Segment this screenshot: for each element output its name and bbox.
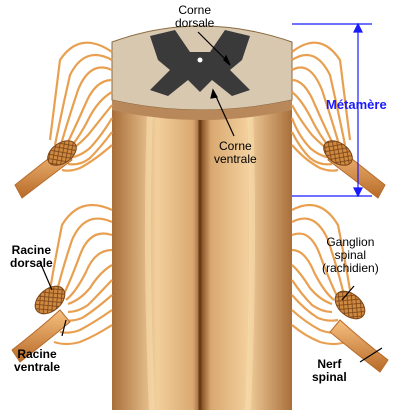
label-corne-ventrale: Corne ventrale	[214, 140, 257, 166]
label-corne-ventrale-line1: Corne	[219, 139, 252, 153]
label-ganglion-line3: (rachidien)	[322, 261, 379, 275]
pointer-nerf-spinal	[359, 347, 383, 363]
label-racine-ventrale-line2: ventrale	[14, 360, 61, 374]
label-corne-ventrale-line2: ventrale	[214, 152, 257, 166]
label-ganglion-spinal: Ganglion spinal (rachidien)	[322, 236, 379, 275]
label-corne-dorsale-line1: Corne	[178, 3, 212, 17]
label-racine-dorsale-line1: Racine	[11, 243, 52, 257]
pointer-racine-ventrale	[61, 319, 67, 337]
pointer-corne-ventrale	[213, 91, 235, 137]
spinal-cord	[112, 70, 292, 411]
lower-left-nerve-roots	[48, 203, 113, 346]
upper-left-nerve	[14, 140, 77, 199]
label-ganglion-line1: Ganglion	[326, 235, 375, 249]
label-racine-dorsale: Racine dorsale	[10, 244, 53, 270]
lower-right-nerve	[329, 290, 389, 373]
pointer-corne-dorsale	[197, 31, 229, 63]
label-ganglion-line2: spinal	[334, 248, 367, 262]
cross-section	[111, 25, 293, 120]
lower-right-nerve-roots	[291, 203, 352, 346]
upper-right-nerve	[323, 140, 386, 199]
label-corne-dorsale: Corne dorsale	[175, 4, 214, 30]
label-racine-ventrale-line1: Racine	[17, 347, 57, 361]
label-racine-dorsale-line2: dorsale	[10, 256, 53, 270]
pointer-racine-dorsale	[39, 261, 53, 291]
label-racine-ventrale: Racine ventrale	[14, 348, 60, 374]
lower-left-nerve	[11, 285, 71, 363]
label-corne-dorsale-line2: dorsale	[175, 16, 215, 30]
label-nerf-spinal: Nerf spinal	[312, 358, 347, 384]
pointer-ganglion-spinal	[341, 285, 355, 301]
label-nerf-spinal-line1: Nerf	[317, 357, 342, 371]
grey-matter	[150, 30, 250, 96]
label-nerf-spinal-line2: spinal	[312, 370, 347, 384]
pointer-lines	[39, 31, 383, 363]
metamere-bracket	[292, 22, 372, 198]
label-metamere: Métamère	[326, 97, 387, 112]
